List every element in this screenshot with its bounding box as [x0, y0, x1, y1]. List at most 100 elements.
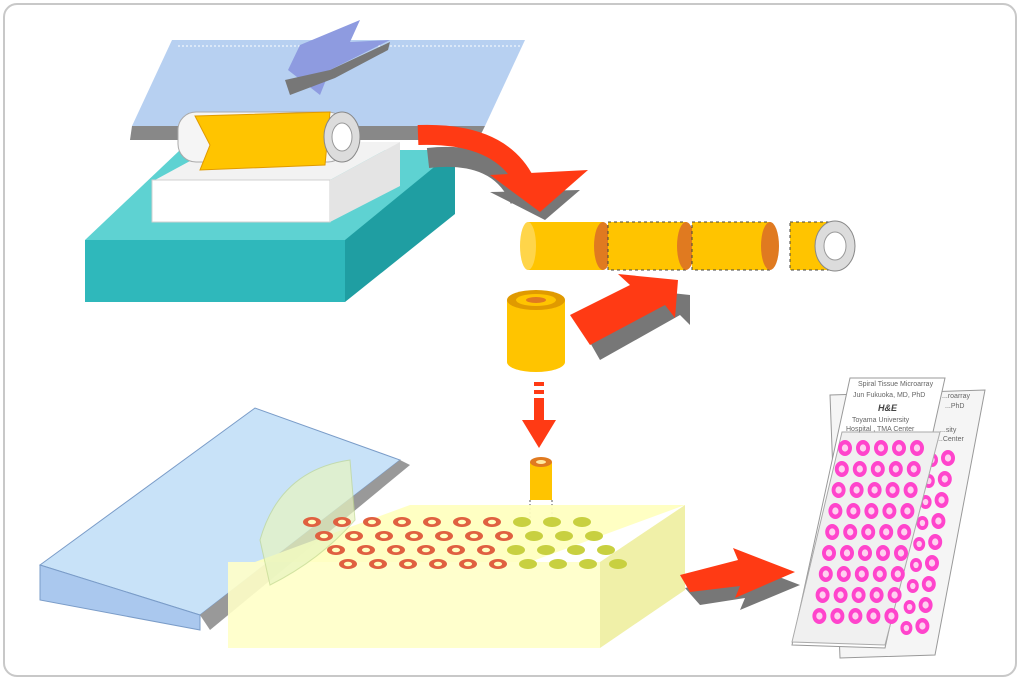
- slide-front-stain: H&E: [878, 403, 898, 413]
- paraffin-core: [555, 531, 573, 541]
- stained-core-center: [910, 465, 917, 473]
- paraffin-core-center: [397, 519, 407, 525]
- slide-front-line1: Spiral Tissue Microarray: [858, 381, 934, 388]
- slide-front-line4: Hospital , TMA Center: [846, 426, 915, 433]
- stained-core-center: [919, 519, 926, 527]
- stained-core-center: [856, 465, 863, 473]
- paraffin-core-center: [307, 519, 317, 525]
- paraffin-block-front: [228, 562, 600, 648]
- glass-wedge-front: [39, 564, 201, 631]
- paraffin-core-center: [481, 547, 491, 553]
- core-grid: [303, 517, 627, 569]
- stained-core-center: [907, 486, 914, 494]
- roll-segment-3: [691, 221, 771, 271]
- roll-segment-2-end: [677, 222, 695, 270]
- paraffin-core-center: [379, 533, 389, 539]
- paraffin-core-center: [373, 561, 383, 567]
- stained-core-center: [841, 444, 849, 452]
- stained-core-center: [894, 570, 901, 578]
- slide-front-line2: Jun Fukuoka, MD, PhD: [853, 392, 925, 399]
- stained-core-center: [922, 498, 929, 506]
- stained-core-center: [835, 486, 842, 494]
- blue-arrow-icon: [285, 20, 390, 95]
- stained-core-center: [892, 465, 899, 473]
- paraffin-core-center: [451, 547, 461, 553]
- stained-core-center: [865, 528, 872, 536]
- paraffin-core-center: [349, 533, 359, 539]
- paraffin-core-center: [391, 547, 401, 553]
- stained-core-center: [822, 570, 829, 578]
- stained-core-center: [825, 549, 833, 557]
- stained-core-center: [877, 444, 885, 452]
- stained-core-center: [874, 465, 881, 473]
- right-arrow-icon: [680, 548, 800, 610]
- roll-segment-1: [528, 222, 603, 270]
- paraffin-core-center: [469, 533, 479, 539]
- paraffin-core-center: [361, 547, 371, 553]
- tissue-roll-sheet: [194, 111, 331, 171]
- slide-front-stained-cores: [812, 440, 924, 624]
- stained-core-center: [859, 444, 867, 452]
- stained-core-center: [928, 559, 936, 567]
- stained-core-center: [910, 582, 916, 590]
- paraffin-core-center: [331, 547, 341, 553]
- paraffin-core: [543, 517, 561, 527]
- paraffin-core-center: [343, 561, 353, 567]
- paraffin-core-center: [433, 561, 443, 567]
- paraffin-core-center: [499, 533, 509, 539]
- stained-core-center: [829, 528, 836, 536]
- cut-roll-segments: [520, 220, 856, 272]
- stained-core-center: [840, 570, 847, 578]
- paraffin-block: [228, 459, 685, 648]
- tissue-roll-end-inner: [331, 122, 353, 152]
- stained-core-center: [847, 528, 854, 536]
- microtome-base-front: [85, 240, 345, 302]
- stained-core-center: [886, 507, 893, 515]
- microtome-base-side: [345, 150, 455, 302]
- paraffin-core: [609, 559, 627, 569]
- stained-core-center: [855, 591, 862, 599]
- slide-back-line3: ...sity: [940, 427, 957, 434]
- stained-core-center: [901, 528, 908, 536]
- stained-core-center: [941, 475, 948, 483]
- stained-core-center: [906, 603, 913, 611]
- stained-core-center: [932, 538, 939, 546]
- paraffin-core-center: [421, 547, 431, 553]
- stained-core-center: [852, 612, 859, 620]
- stained-core-center: [913, 444, 921, 452]
- stained-core-center: [816, 612, 823, 620]
- paraffin-core: [525, 531, 543, 541]
- stained-core-center: [850, 507, 857, 515]
- paraffin-core-center: [367, 519, 377, 525]
- stained-core-center: [883, 528, 890, 536]
- paraffin-core-center: [493, 561, 503, 567]
- slide-back-line4: ...Center: [937, 436, 965, 443]
- stained-core-center: [922, 601, 929, 609]
- paraffin-core-center: [457, 519, 467, 525]
- paraffin-core-center: [439, 533, 449, 539]
- stained-core-center: [853, 486, 860, 494]
- paraffin-core-center: [409, 533, 419, 539]
- stained-core-center: [895, 444, 903, 452]
- stained-core-center: [919, 622, 926, 630]
- paraffin-core: [573, 517, 591, 527]
- stained-core-center: [889, 486, 896, 494]
- stained-core-center: [868, 507, 875, 515]
- stained-core-center: [838, 465, 845, 473]
- white-plate-front: [151, 179, 331, 223]
- paraffin-core: [519, 559, 537, 569]
- paraffin-core: [549, 559, 567, 569]
- stained-core-center: [843, 549, 851, 557]
- stained-core-center: [834, 612, 841, 620]
- stained-core-center: [861, 549, 869, 557]
- paraffin-core: [507, 545, 525, 555]
- stained-core-center: [891, 591, 898, 599]
- stained-core-center: [888, 612, 895, 620]
- paraffin-core-center: [427, 519, 437, 525]
- stained-core-center: [897, 549, 905, 557]
- stained-core-center: [873, 591, 880, 599]
- stained-core-center: [916, 540, 922, 548]
- tissue-cylinder: [507, 290, 565, 372]
- slide-back-line2: ...PhD: [945, 403, 964, 410]
